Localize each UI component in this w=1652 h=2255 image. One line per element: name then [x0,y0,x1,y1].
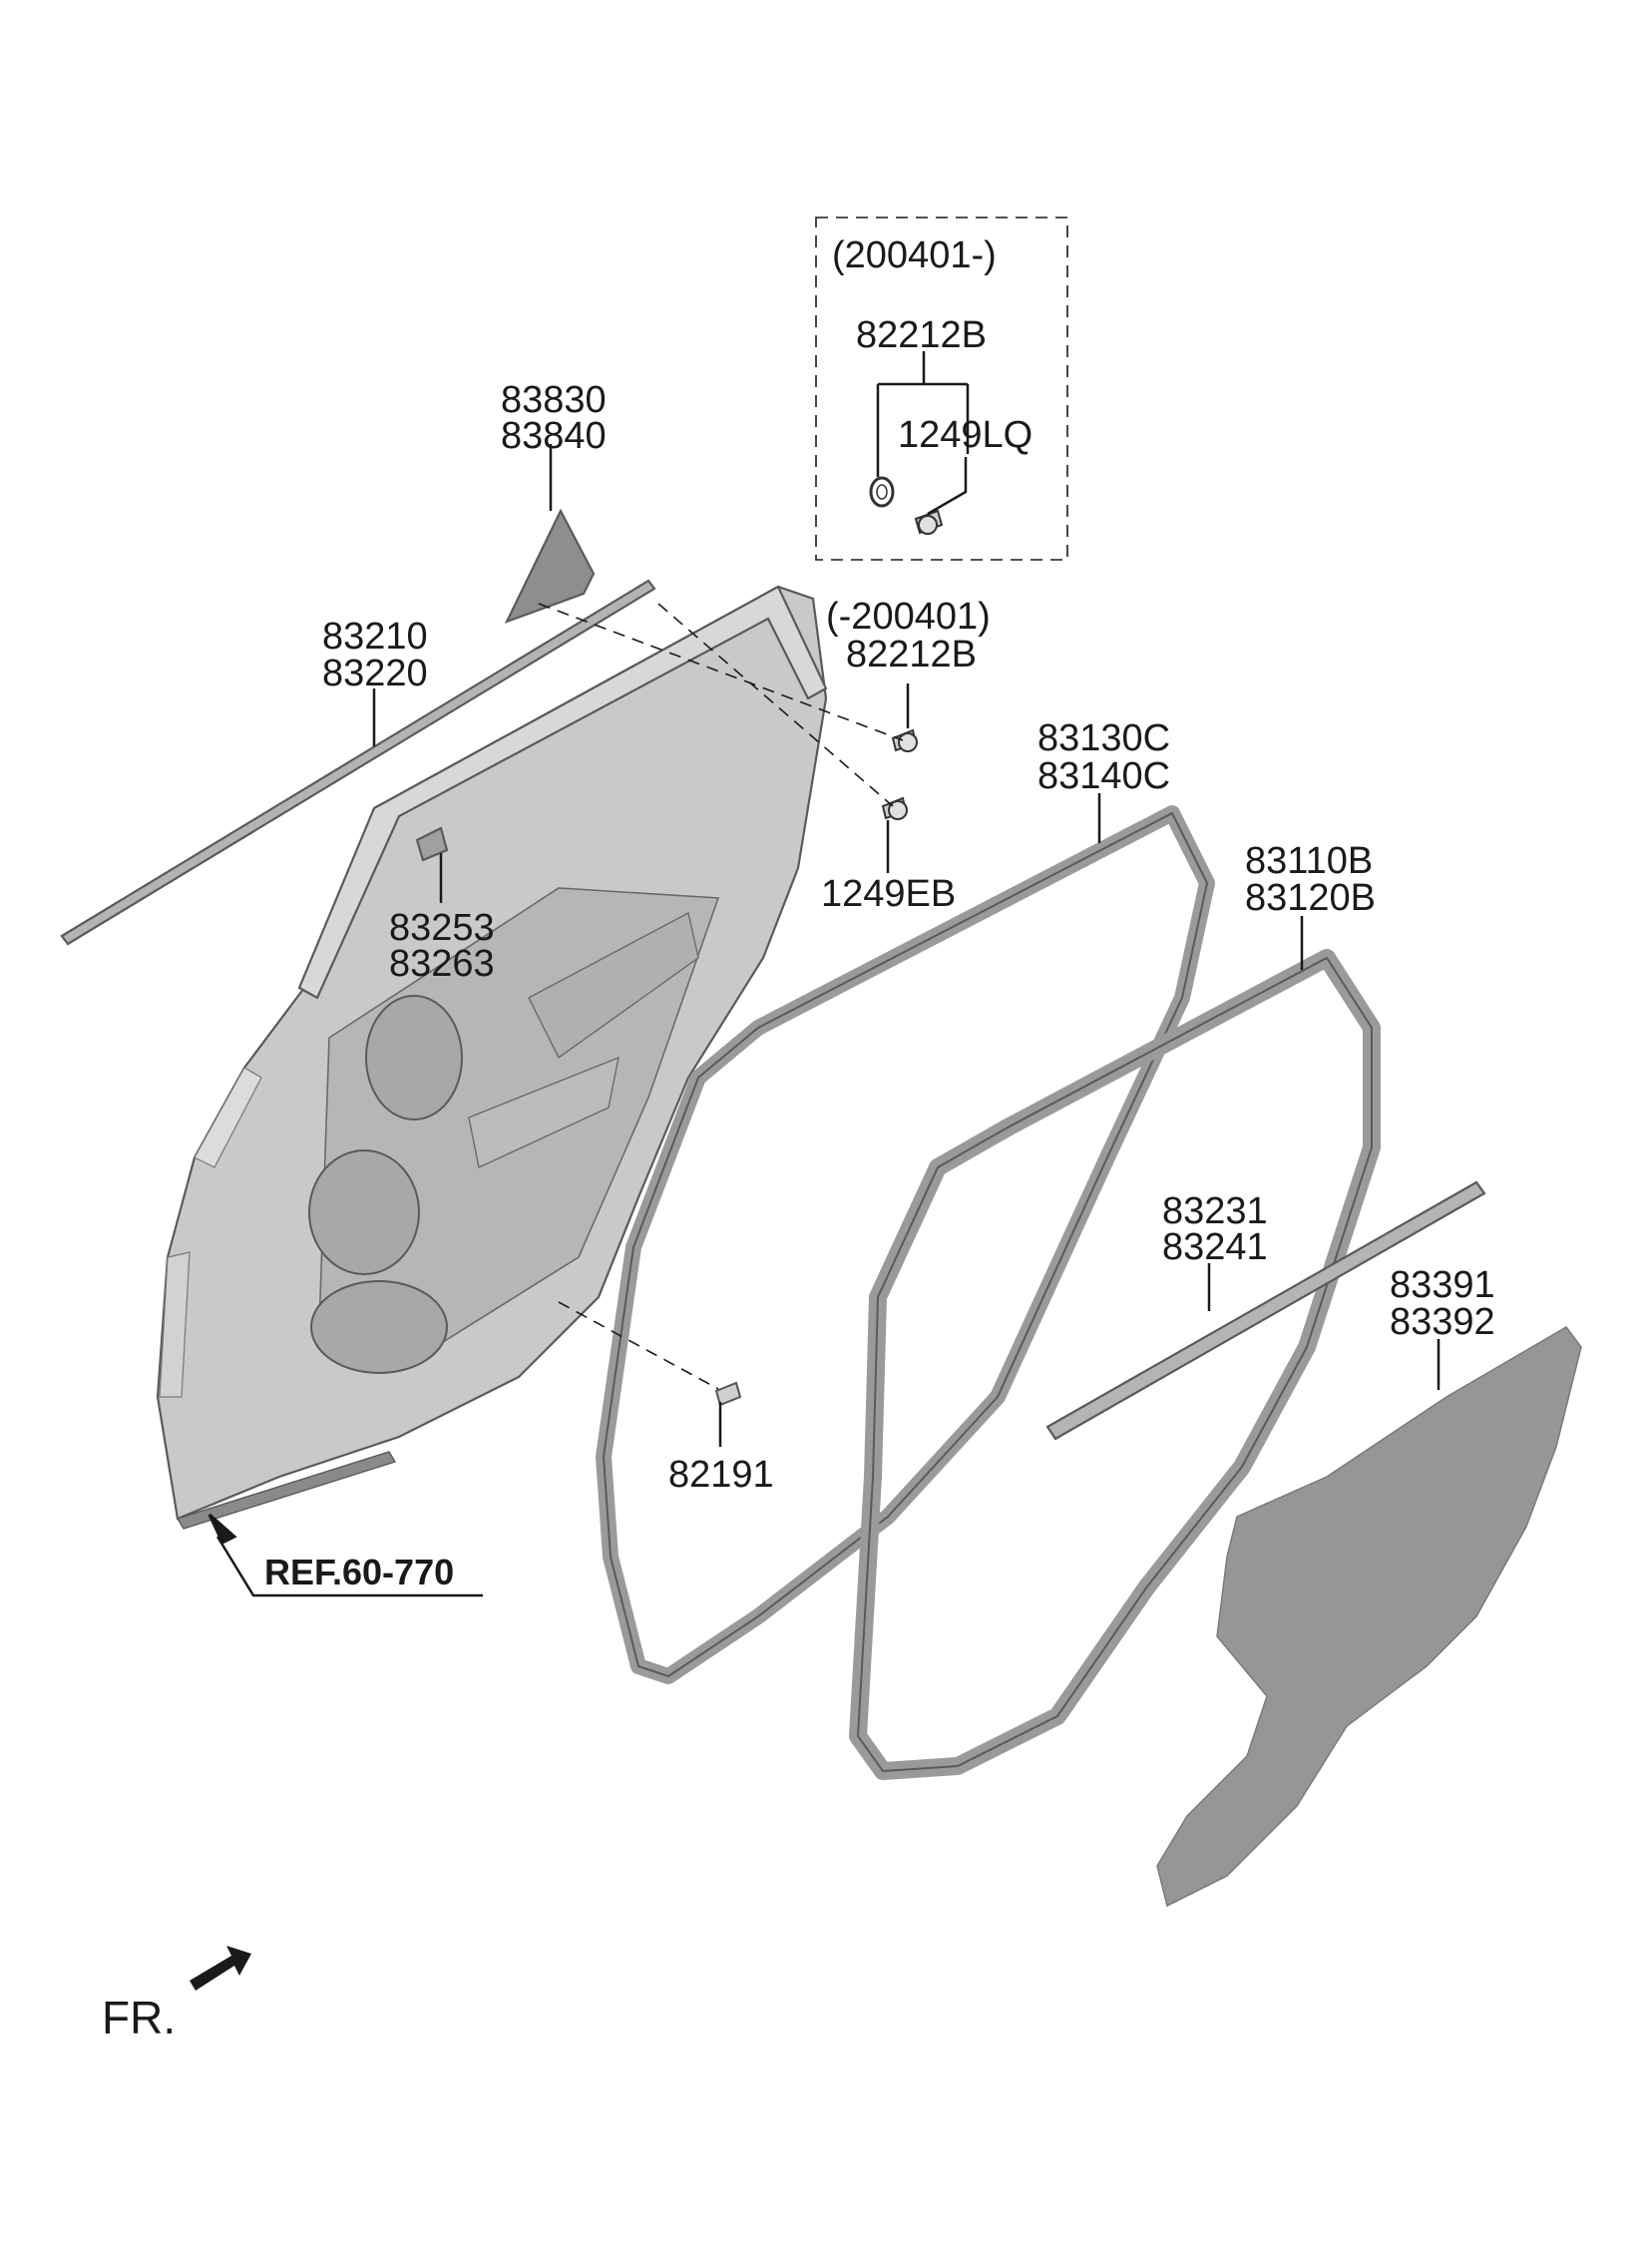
variant-box-new [815,217,1068,561]
part-83231-label[interactable]: 83231 [1162,1190,1268,1232]
screw-1249eb-icon[interactable] [881,796,908,820]
rear-door-panel[interactable] [156,585,828,1530]
door-trim-sheet[interactable] [1156,1326,1582,1908]
part-83140c-label[interactable]: 83140C [1037,755,1170,797]
part-83840-label[interactable]: 83840 [501,415,607,457]
assembly-line [538,603,904,741]
part-1249lq-label[interactable]: 1249LQ [898,414,1032,456]
part-83253-label[interactable]: 83253 [389,907,495,949]
part-1249eb-label[interactable]: 1249EB [821,873,956,915]
part-82212b-new-label[interactable]: 82212B [856,314,987,356]
beltline-outer-strip[interactable] [60,579,656,946]
part-82212b-old-label[interactable]: 82212B [846,634,977,676]
part-83263-label[interactable]: 83263 [389,943,495,985]
part-83130c-label[interactable]: 83130C [1037,717,1170,759]
beltline-inner-strip[interactable] [1045,1180,1486,1441]
part-83391-label[interactable]: 83391 [1390,1264,1495,1306]
variant-old-label: (-200401) [826,596,991,638]
part-82191-label[interactable]: 82191 [668,1454,774,1496]
washer-icon[interactable] [869,476,895,508]
part-83120b-label[interactable]: 83120B [1245,877,1376,919]
assembly-line [558,1301,719,1390]
front-direction-arrow-icon [190,1946,251,1991]
part-83830-label[interactable]: 83830 [501,379,607,421]
ref-label[interactable]: REF.60-770 [264,1552,454,1592]
assembly-line [657,603,894,807]
body-side-weatherstrip[interactable] [849,949,1381,1780]
small-bracket[interactable] [415,826,449,862]
door-side-weatherstrip[interactable] [596,805,1215,1684]
part-83241-label[interactable]: 83241 [1162,1226,1268,1268]
leader-lines [215,351,1441,1597]
part-83210-label[interactable]: 83210 [322,616,428,658]
screw-82212b-icon[interactable] [891,728,918,752]
ref-arrow-icon [207,1513,237,1546]
part-83220-label[interactable]: 83220 [322,653,428,694]
part-83110b-label[interactable]: 83110B [1245,840,1373,882]
part-83392-label[interactable]: 83392 [1390,1301,1495,1343]
delta-garnish[interactable] [504,508,596,624]
plug-82191-icon[interactable] [714,1381,742,1407]
front-label: FR. [102,1992,176,2043]
variant-new-label: (200401-) [832,234,997,276]
